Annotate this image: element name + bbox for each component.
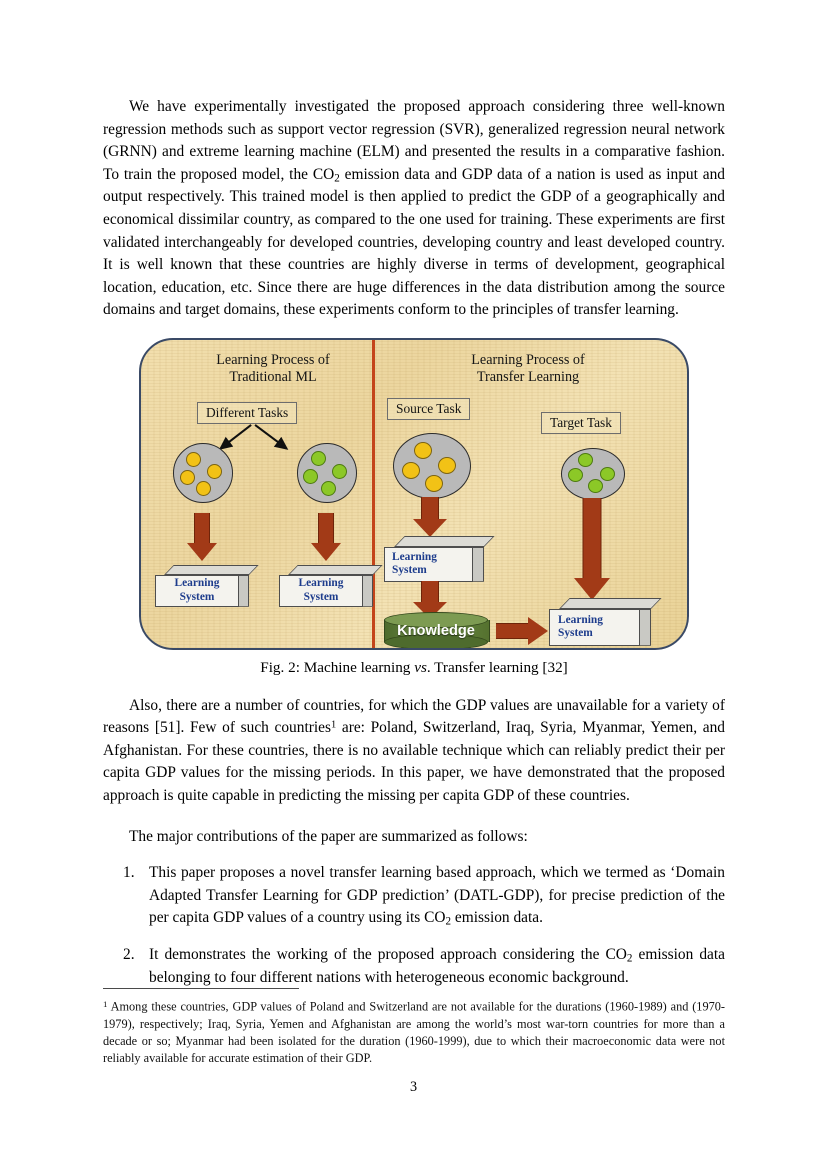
list-item: 1. This paper proposes a novel transfer l… (103, 862, 725, 930)
caption-suffix: . Transfer learning [32] (426, 658, 568, 676)
data-dot (425, 474, 443, 492)
data-dot (332, 463, 347, 479)
contributions-list: 1. This paper proposes a novel transfer l… (103, 862, 725, 989)
paragraph-2-part-b: are: Poland, Switzerland, Iraq, Syria, M… (103, 719, 725, 804)
page-content: We have experimentally investigated the … (103, 96, 725, 989)
data-dot (186, 451, 201, 467)
learning-system-box-traditional-right: Learning System (279, 564, 383, 607)
list-item: 2. It demonstrates the working of the pro… (103, 944, 725, 989)
data-dot (438, 456, 456, 474)
learning-system-box-transfer-source: Learning System (384, 535, 495, 582)
data-dot (303, 468, 318, 484)
footnote-marker: 1 (103, 999, 108, 1010)
paragraph-contributions-intro: The major contributions of the paper are… (129, 827, 528, 845)
ls-label-line2: System (392, 564, 427, 577)
figure-right-title: Learning Process of Transfer Learning (471, 351, 585, 386)
knowledge-cylinder: Knowledge (384, 611, 490, 648)
data-dot (578, 452, 593, 467)
data-dot (588, 478, 603, 493)
data-dot (600, 466, 615, 481)
figure-vertical-divider (372, 339, 375, 648)
paragraph-1-part-b: emission data and GDP data of a nation i… (103, 165, 725, 319)
arrow-source-to-learning-system (413, 496, 447, 537)
arrow-knowledge-to-target (496, 616, 548, 645)
ls-label-line1: Learning (298, 577, 344, 590)
footnote-area: 1 Among these countries, GDP values of P… (103, 988, 725, 1067)
learning-system-box-traditional-left: Learning System (155, 564, 259, 607)
footnote-reference-marker[interactable]: 1 (330, 719, 337, 731)
figure-2: Learning Process of Traditional ML Learn… (103, 337, 725, 677)
knowledge-label: Knowledge (397, 622, 475, 639)
arrow-traditional-left (187, 512, 217, 561)
data-dot (196, 480, 211, 496)
footnote-body: Among these countries, GDP values of Pol… (103, 999, 725, 1065)
data-dot (568, 467, 583, 482)
data-dot (402, 461, 420, 479)
co2-subscript: 2 (445, 915, 452, 928)
list-item-text-b: emission data. (451, 909, 543, 927)
page-number: 3 (409, 1079, 418, 1095)
ls-label-line1: Learning (392, 550, 437, 563)
figure-caption: Fig. 2: Machine learning vs. Transfer le… (260, 659, 568, 677)
data-dot (311, 450, 326, 466)
ls-label-line1: Learning (174, 577, 220, 590)
transfer-target-disc (561, 447, 625, 500)
footnote-text: 1 Among these countries, GDP values of P… (103, 998, 725, 1066)
figure-2-panel: Learning Process of Traditional ML Learn… (139, 337, 689, 650)
co2-subscript: 2 (626, 952, 633, 965)
paragraph-experiment-overview: We have experimentally investigated the … (103, 96, 725, 322)
paragraph-missing-gdp-countries: Also, there are a number of countries, f… (103, 695, 725, 808)
list-item-text-a: This paper proposes a novel transfer lea… (149, 864, 725, 927)
traditional-ml-disc-target (297, 442, 357, 503)
co2-subscript: 2 (334, 172, 340, 185)
data-dot (321, 480, 336, 496)
ls-label-line2: System (179, 590, 215, 603)
data-dot (180, 469, 195, 485)
paragraph-1-part-a: We have experimentally investigated the … (103, 98, 725, 183)
traditional-ml-disc-source (173, 442, 233, 503)
list-item-text-a: It demonstrates the working of the propo… (149, 945, 627, 963)
arrow-target-to-learning-system (574, 497, 610, 600)
paragraph-2-part-a: Also, there are a number of countries, f… (103, 696, 725, 737)
figure-left-title: Learning Process of Traditional ML (216, 351, 330, 386)
ls-label-line1: Learning (558, 613, 603, 626)
transfer-source-disc (393, 432, 471, 499)
ls-label-line2: System (558, 627, 593, 640)
caption-italic-vs: vs (414, 658, 427, 676)
list-item-text-b: emission data belonging to four differen… (149, 945, 725, 986)
label-target-task: Target Task (541, 411, 621, 435)
learning-system-box-transfer-target: Learning System (549, 597, 662, 646)
label-different-tasks: Different Tasks (197, 401, 298, 425)
footnote-separator-rule (103, 988, 299, 990)
data-dot (207, 463, 222, 479)
list-item-number: 2. (123, 945, 135, 963)
arrow-traditional-right (311, 512, 341, 561)
list-item-number: 1. (123, 864, 135, 882)
caption-prefix: Fig. 2: Machine learning (260, 658, 415, 676)
data-dot (414, 441, 432, 459)
label-source-task: Source Task (387, 397, 471, 421)
ls-label-line2: System (303, 590, 339, 603)
